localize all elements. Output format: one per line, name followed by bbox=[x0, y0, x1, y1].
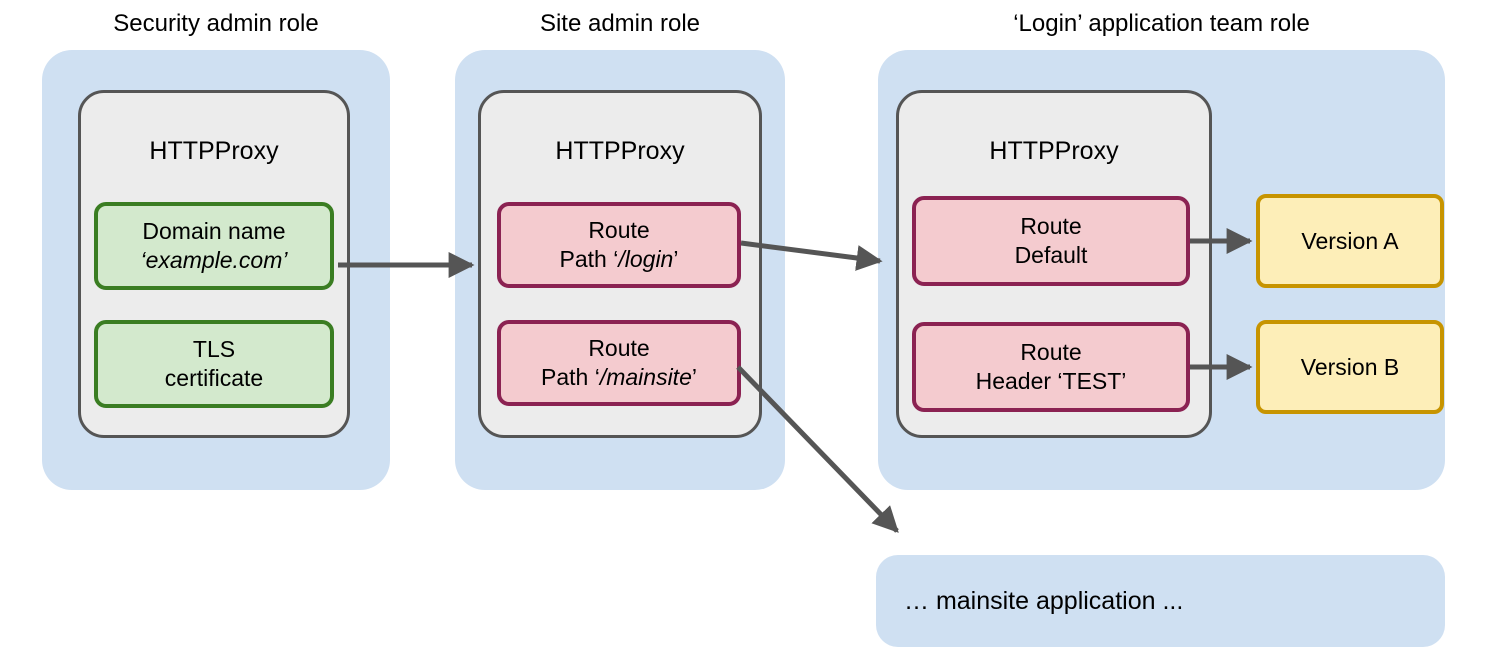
domain-name-chip[interactable]: Domain name ‘example.com’ bbox=[94, 202, 334, 290]
chip-line-1: Route bbox=[1020, 339, 1082, 365]
chip-line-2: Header ‘TEST’ bbox=[975, 368, 1127, 394]
route-default-chip[interactable]: Route Default bbox=[912, 196, 1190, 286]
version-label: Version B bbox=[1300, 353, 1400, 380]
chip-line-2-path: /mainsite bbox=[599, 364, 692, 390]
version-a-box[interactable]: Version A bbox=[1256, 194, 1444, 288]
chip-line-2-prefix: Path ‘ bbox=[541, 364, 600, 390]
mainsite-application-label: … mainsite application ... bbox=[904, 587, 1184, 615]
version-label: Version A bbox=[1301, 227, 1399, 254]
tls-certificate-chip[interactable]: TLS certificate bbox=[94, 320, 334, 408]
chip-line-2-prefix: Path ‘ bbox=[559, 246, 619, 272]
chip-line-2: Path ‘/mainsite’ bbox=[541, 363, 697, 392]
chip-line-2: certificate bbox=[164, 365, 264, 391]
chip-line-2-suffix: ’ bbox=[691, 364, 697, 390]
role-title-site-admin: Site admin role bbox=[539, 10, 701, 37]
chip-line-2: Path ‘/login’ bbox=[560, 245, 679, 274]
chip-line-1: Route bbox=[1020, 213, 1082, 239]
route-login-chip[interactable]: Route Path ‘/login’ bbox=[497, 202, 741, 288]
chip-line-1: TLS bbox=[192, 336, 236, 362]
chip-line-2: Default bbox=[1014, 242, 1088, 268]
proxy-label: HTTPProxy bbox=[989, 137, 1119, 165]
route-header-test-chip[interactable]: Route Header ‘TEST’ bbox=[912, 322, 1190, 412]
chip-line-1: Route bbox=[588, 335, 650, 361]
proxy-label: HTTPProxy bbox=[555, 137, 685, 165]
chip-line-1: Domain name bbox=[142, 218, 286, 244]
role-title-security-admin: Security admin role bbox=[113, 10, 319, 37]
chip-line-1: Route bbox=[588, 217, 650, 243]
mainsite-application-panel: … mainsite application ... bbox=[876, 555, 1445, 647]
role-title-login-app-team: ‘Login’ application team role bbox=[1013, 10, 1310, 37]
chip-line-2-path: /login bbox=[618, 246, 674, 272]
chip-line-2: ‘example.com’ bbox=[140, 247, 288, 273]
version-b-box[interactable]: Version B bbox=[1256, 320, 1444, 414]
proxy-label: HTTPProxy bbox=[149, 137, 279, 165]
chip-line-2-suffix: ’ bbox=[673, 246, 679, 272]
route-mainsite-chip[interactable]: Route Path ‘/mainsite’ bbox=[497, 320, 741, 406]
